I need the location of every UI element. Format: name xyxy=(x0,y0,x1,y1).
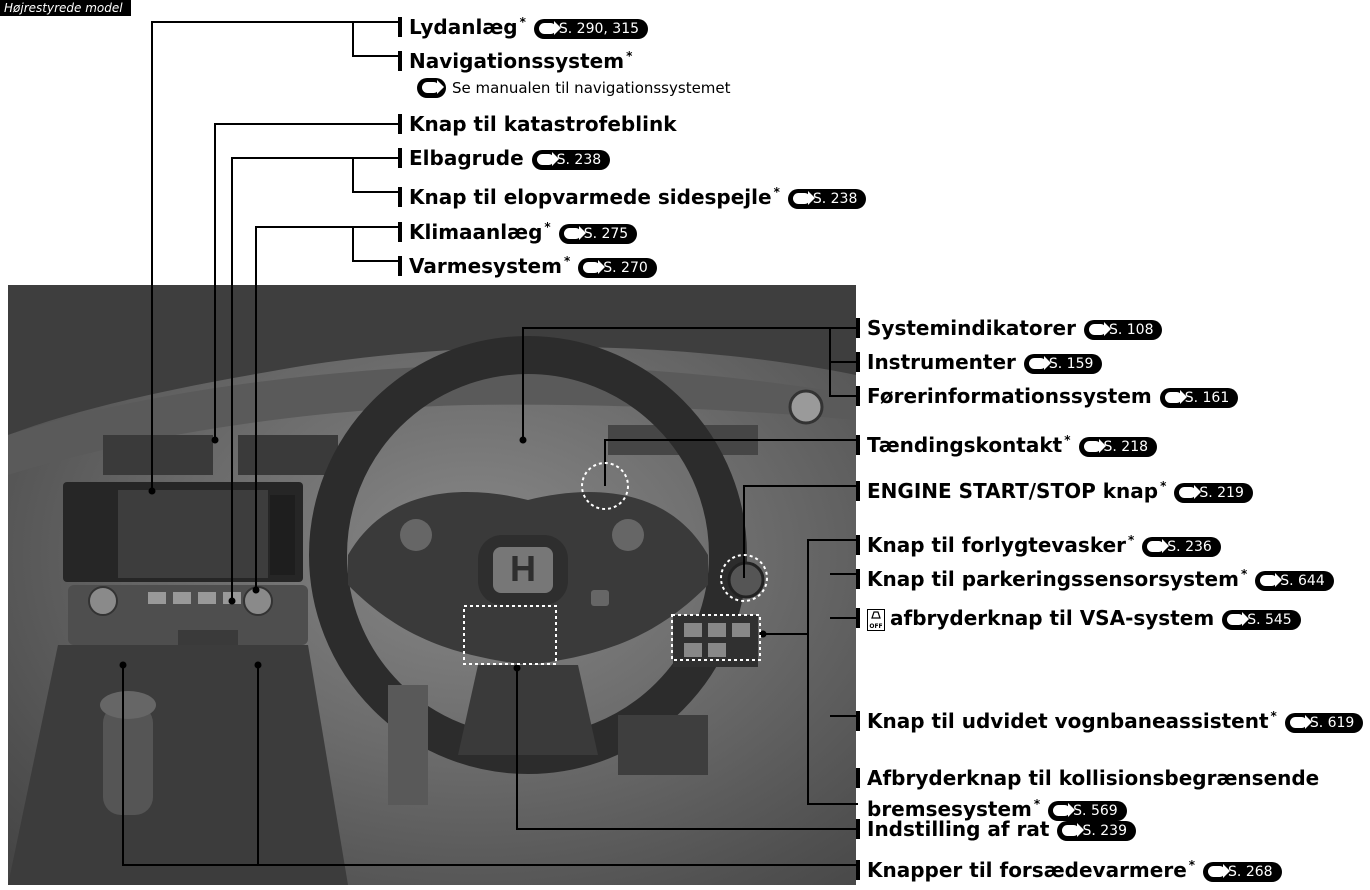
label-forsaedevarmere: Knapper til forsædevarmere*S. 268 xyxy=(856,853,1282,882)
label-parkeringssensor: Knap til parkeringssensorsystem*S. 644 xyxy=(856,562,1334,591)
arrow-ref-badge[interactable] xyxy=(417,78,446,98)
page-ref-badge[interactable]: S. 268 xyxy=(1203,862,1282,882)
page-ref-badge[interactable]: S. 239 xyxy=(1057,821,1136,841)
page-ref-badge[interactable]: S. 236 xyxy=(1142,537,1221,557)
label-forlygtevasker: Knap til forlygtevasker*S. 236 xyxy=(856,528,1221,557)
arrow-right-icon xyxy=(1227,612,1250,626)
label-lydanlaeg: Lydanlæg*S. 290, 315 xyxy=(398,10,649,39)
page-ref-badge[interactable]: S. 238 xyxy=(531,150,611,170)
arrow-right-icon xyxy=(583,260,606,274)
arrow-right-icon xyxy=(1053,803,1076,817)
arrow-right-icon xyxy=(1028,356,1051,370)
label-engine-start-stop: ENGINE START/STOP knap*S. 219 xyxy=(856,474,1253,503)
page-ref-badge[interactable]: S. 545 xyxy=(1222,610,1301,630)
page-ref-badge[interactable]: S. 569 xyxy=(1048,801,1127,821)
steering-honda-logo: H xyxy=(510,548,536,589)
arrow-right-icon xyxy=(1260,573,1283,587)
page-ref-badge[interactable]: S. 619 xyxy=(1284,713,1364,733)
arrow-right-icon xyxy=(422,80,444,94)
page-ref-badge[interactable]: S. 644 xyxy=(1255,571,1334,591)
label-varmesystem: Varmesystem*S. 270 xyxy=(398,249,657,278)
arrow-right-icon xyxy=(538,21,561,35)
arrow-right-icon xyxy=(1289,715,1312,729)
label-bremsesystem: bremsesystem*S. 569 xyxy=(867,792,1127,821)
arrow-right-icon xyxy=(1083,439,1106,453)
arrow-right-icon xyxy=(563,226,586,240)
dashboard-photo: H xyxy=(8,285,856,885)
vsa-off-icon: OFF xyxy=(867,609,885,631)
arrow-right-icon xyxy=(1088,322,1111,336)
label-kollisionsbegraensende: Afbryderknap til kollisionsbegrænsende xyxy=(856,766,1319,790)
page-ref-badge[interactable]: S. 219 xyxy=(1174,483,1253,503)
arrow-right-icon xyxy=(1208,864,1231,878)
label-navigationssystem: Navigationssystem* xyxy=(398,44,632,73)
page-ref-badge[interactable]: S. 159 xyxy=(1023,354,1103,374)
nav-manual-note: Se manualen til navigationssystemet xyxy=(417,78,731,98)
label-vognbaneassistent: Knap til udvidet vognbaneassistent*S. 61… xyxy=(856,704,1364,733)
arrow-right-icon xyxy=(1179,485,1202,499)
label-klimaanlaeg: Klimaanlæg*S. 275 xyxy=(398,215,638,244)
arrow-right-icon xyxy=(1062,823,1085,837)
arrow-right-icon xyxy=(792,191,815,205)
page-ref-badge[interactable]: S. 161 xyxy=(1159,388,1239,408)
label-katastrofeblink: Knap til katastrofeblink xyxy=(398,112,677,136)
page-ref-badge[interactable]: S. 275 xyxy=(558,224,638,244)
page-ref-badge[interactable]: S. 238 xyxy=(787,189,867,209)
label-sidespejle: Knap til elopvarmede sidespejle*S. 238 xyxy=(398,180,867,209)
page-ref-badge[interactable]: S. 108 xyxy=(1083,320,1163,340)
arrow-right-icon xyxy=(1147,539,1170,553)
page-ref-badge[interactable]: S. 218 xyxy=(1078,437,1158,457)
arrow-right-icon xyxy=(1164,390,1187,404)
label-taendingskontakt: Tændingskontakt*S. 218 xyxy=(856,428,1158,457)
arrow-right-icon xyxy=(536,152,559,166)
model-tag: Højrestyrede model xyxy=(0,0,131,16)
page-ref-badge[interactable]: S. 290, 315 xyxy=(533,19,649,39)
page-ref-badge[interactable]: S. 270 xyxy=(578,258,657,278)
